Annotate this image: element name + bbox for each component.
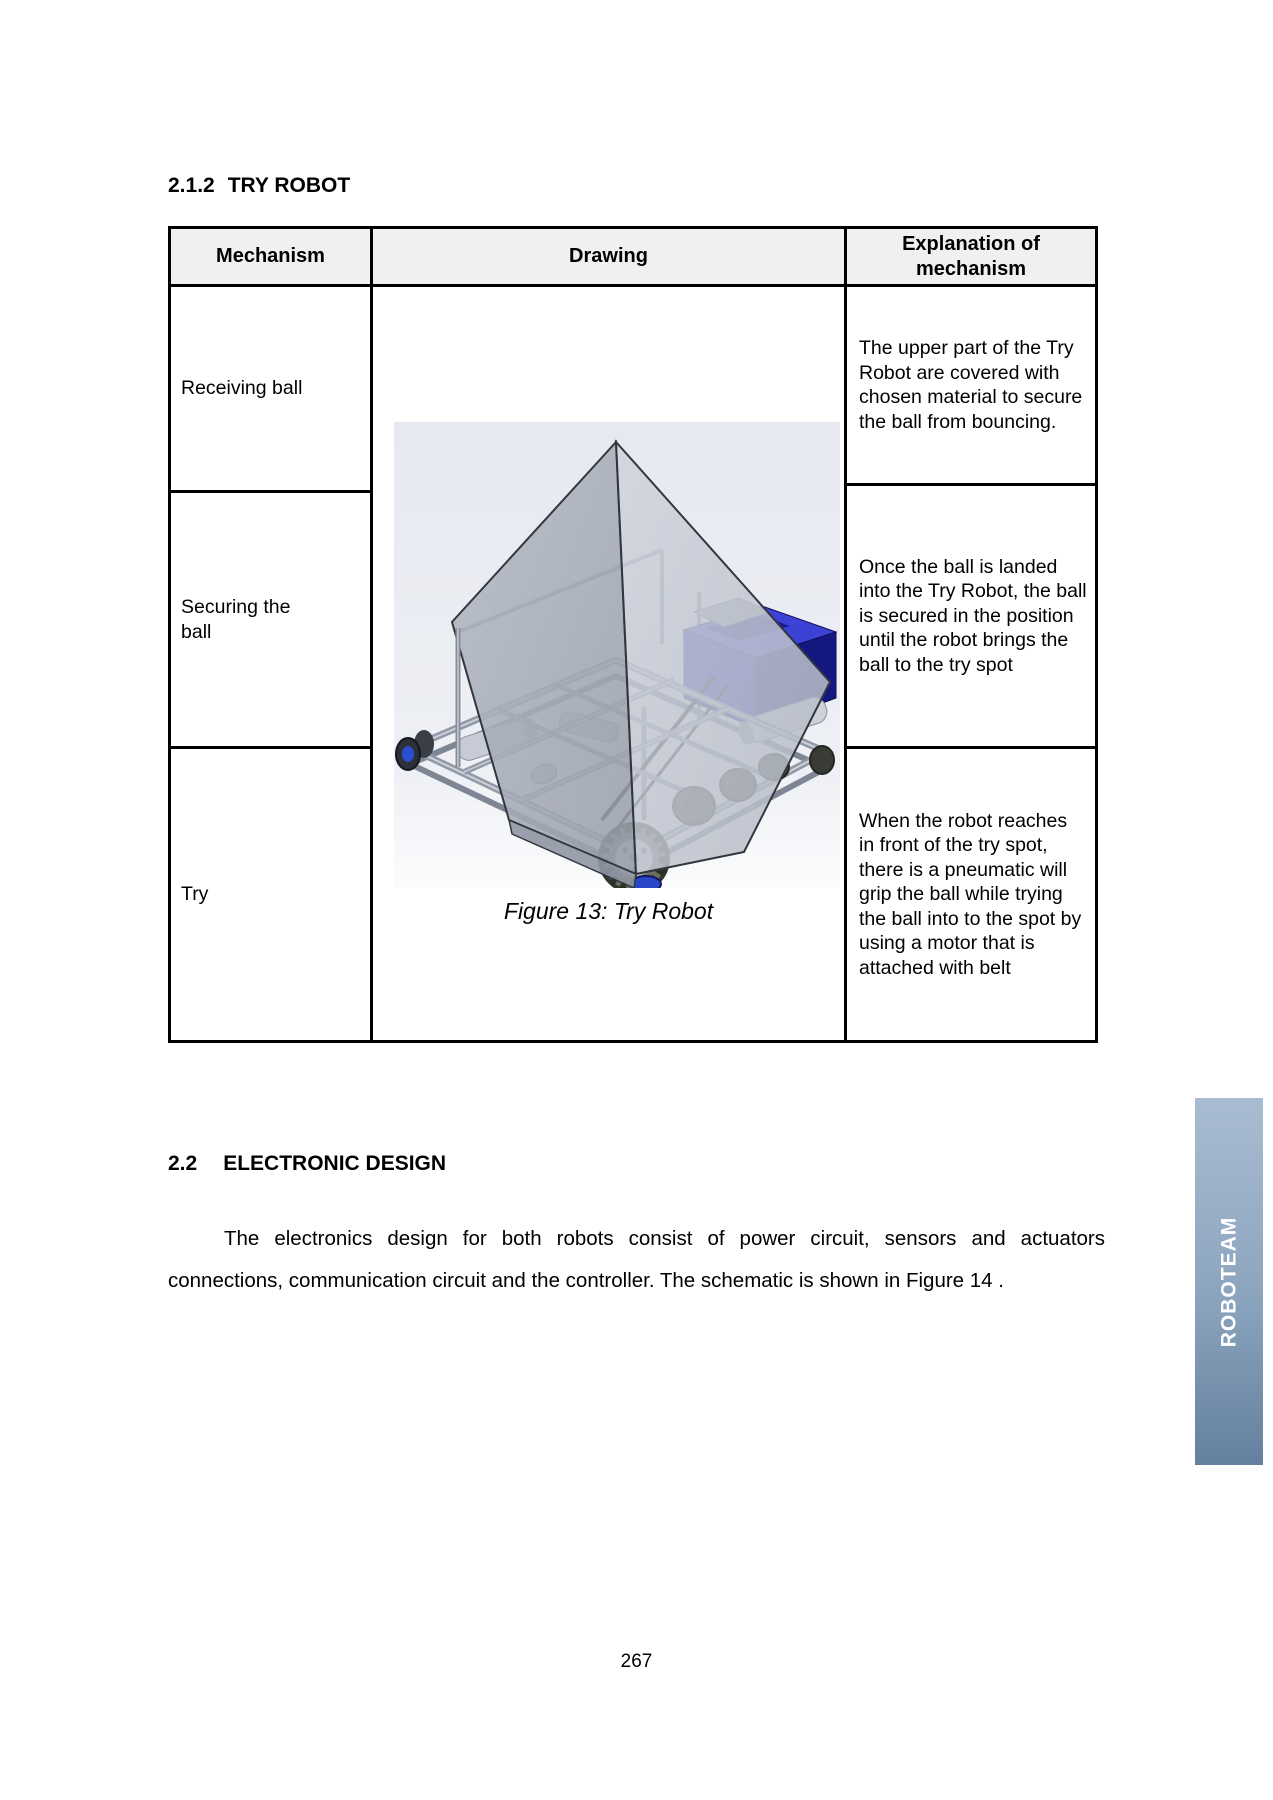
mechanism-label: Receiving ball (181, 377, 303, 400)
roboteam-side-tab: ROBOTEAM (1195, 1098, 1263, 1465)
column-drawing: Drawing (373, 229, 847, 1040)
explanation-text: The upper part of the Try Robot are cove… (859, 337, 1083, 433)
explanation-text: Once the ball is landed into the Try Rob… (859, 555, 1087, 676)
mechanism-label: Securing the ball (181, 596, 291, 643)
table-row: When the robot reaches in front of the t… (847, 749, 1095, 1040)
section-title: TRY ROBOT (227, 174, 351, 197)
page-number: 267 (620, 1651, 653, 1672)
table-row: The upper part of the Try Robot are cove… (847, 287, 1095, 486)
section-number: 2.1.2 (168, 174, 215, 197)
body-paragraph: The electronics design for both robots c… (168, 1227, 1105, 1292)
try-robot-cad-render (394, 422, 840, 894)
explanation-text: When the robot reaches in front of the t… (859, 809, 1082, 979)
table-row: Receiving ball (171, 287, 370, 493)
column-mechanism: Mechanism Receiving ball Securing the ba… (171, 229, 373, 1040)
table-row: Securing the ball (171, 493, 370, 749)
section-title: ELECTRONIC DESIGN (223, 1152, 447, 1175)
table-row: Once the ball is landed into the Try Rob… (847, 486, 1095, 749)
column-explanation: Explanation of mechanism The upper part … (847, 229, 1095, 1040)
try-robot-drawing (394, 422, 840, 894)
table-row: Try (171, 749, 370, 1040)
drawing-cell: Figure 13: Try Robot (373, 287, 844, 1040)
header-explanation: Explanation of mechanism (847, 229, 1095, 287)
header-mechanism: Mechanism (171, 229, 370, 287)
header-drawing: Drawing (373, 229, 844, 287)
section-number: 2.2 (168, 1152, 198, 1175)
figure-caption: Figure 13: Try Robot (503, 898, 714, 924)
section-heading-electronic-design: 2.2 ELECTRONIC DESIGN (168, 1152, 446, 1176)
mechanism-table: Mechanism Receiving ball Securing the ba… (168, 226, 1098, 1043)
roboteam-side-tab-label: ROBOTEAM (1217, 1216, 1240, 1347)
mechanism-label: Try (181, 883, 209, 906)
section-heading-try-robot: 2.1.2 TRY ROBOT (168, 174, 350, 198)
